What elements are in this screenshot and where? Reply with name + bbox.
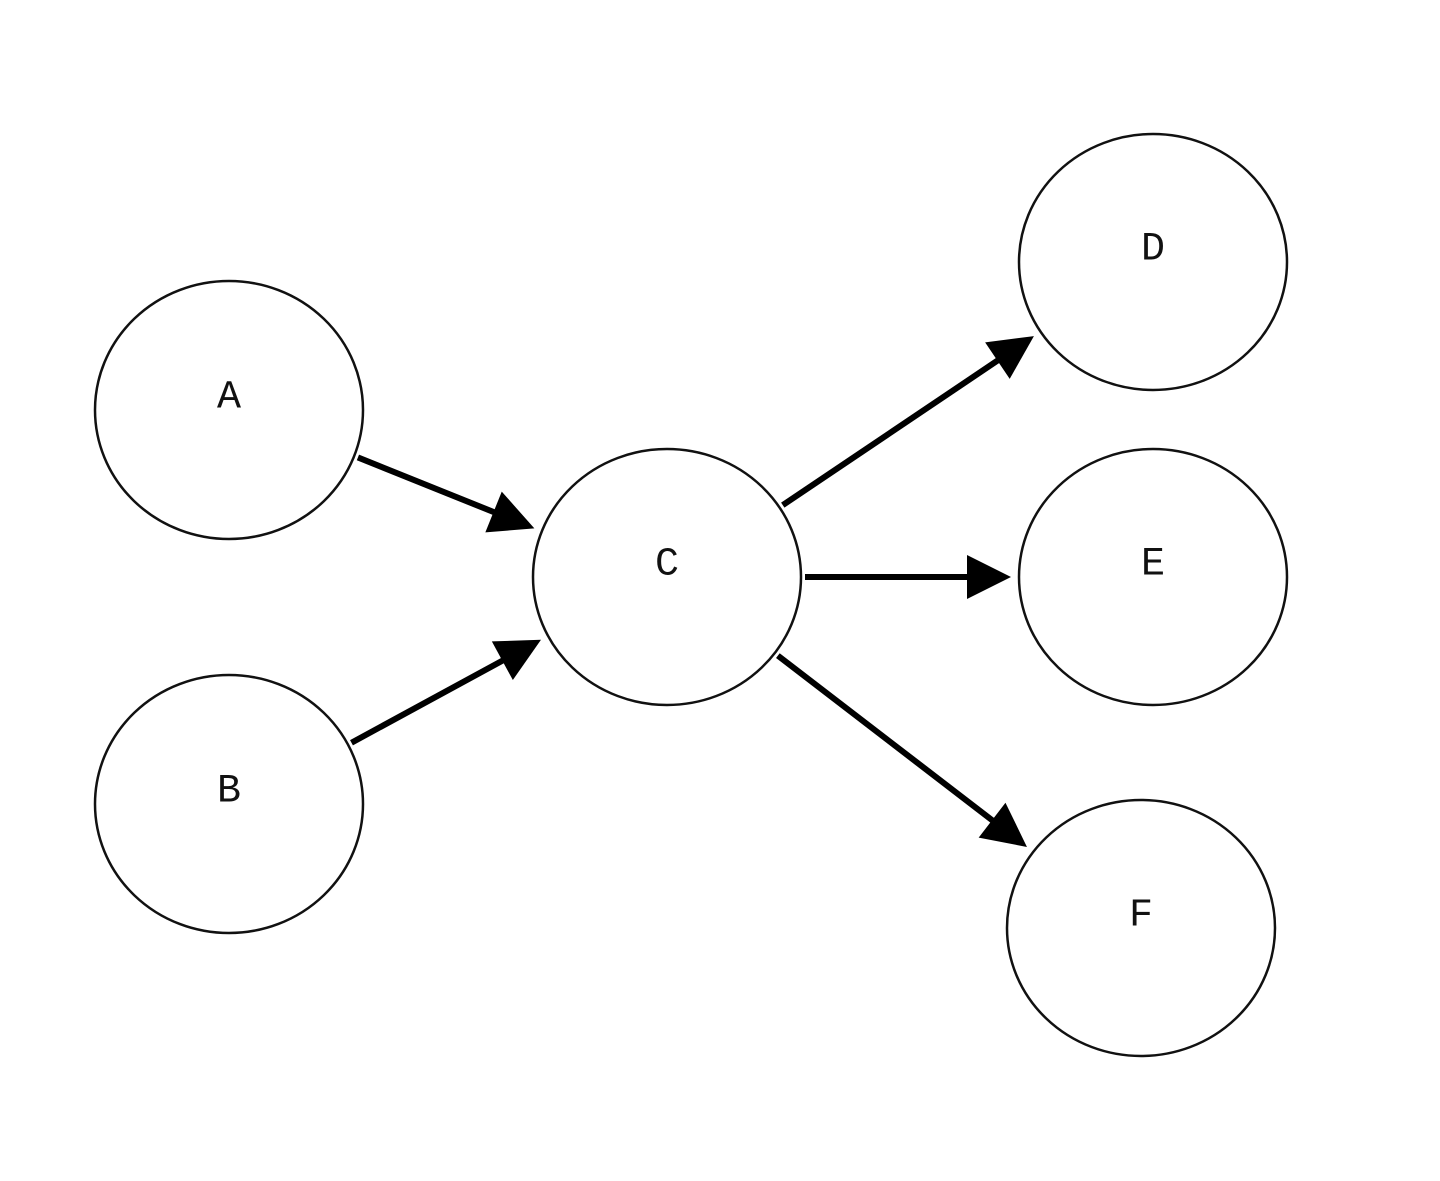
edges-layer [350, 336, 1034, 847]
edge-line [356, 454, 497, 516]
node-d-label: D [1141, 228, 1165, 273]
edge-line [350, 657, 506, 746]
edge-c-to-d [781, 336, 1034, 508]
edge-a-to-c [356, 454, 535, 533]
edge-line [781, 357, 1001, 508]
edge-b-to-c [350, 639, 541, 746]
node-b: B [93, 673, 365, 935]
edge-line [776, 653, 996, 824]
arrowhead-icon [978, 802, 1027, 847]
node-e-circle [1017, 447, 1289, 707]
node-d-circle [1017, 132, 1289, 392]
node-a: A [93, 279, 365, 541]
nodes-layer: A B C D E F [93, 132, 1289, 1058]
node-c: C [531, 447, 803, 707]
node-f-label: F [1129, 894, 1153, 939]
node-f-circle [1005, 798, 1277, 1058]
edge-c-to-f [776, 653, 1027, 847]
node-f: F [1005, 798, 1277, 1058]
node-e: E [1017, 447, 1289, 707]
node-b-label: B [217, 770, 241, 815]
node-c-label: C [655, 543, 679, 588]
arrowhead-icon [491, 639, 541, 681]
arrowhead-icon [985, 336, 1034, 379]
node-d: D [1017, 132, 1289, 392]
arrowhead-icon [967, 555, 1011, 599]
node-c-circle [531, 447, 803, 707]
node-a-circle [93, 279, 365, 541]
node-a-label: A [217, 376, 241, 421]
edge-c-to-e [805, 555, 1011, 599]
node-e-label: E [1141, 543, 1165, 588]
node-b-circle [93, 673, 365, 935]
arrowhead-icon [485, 491, 535, 533]
